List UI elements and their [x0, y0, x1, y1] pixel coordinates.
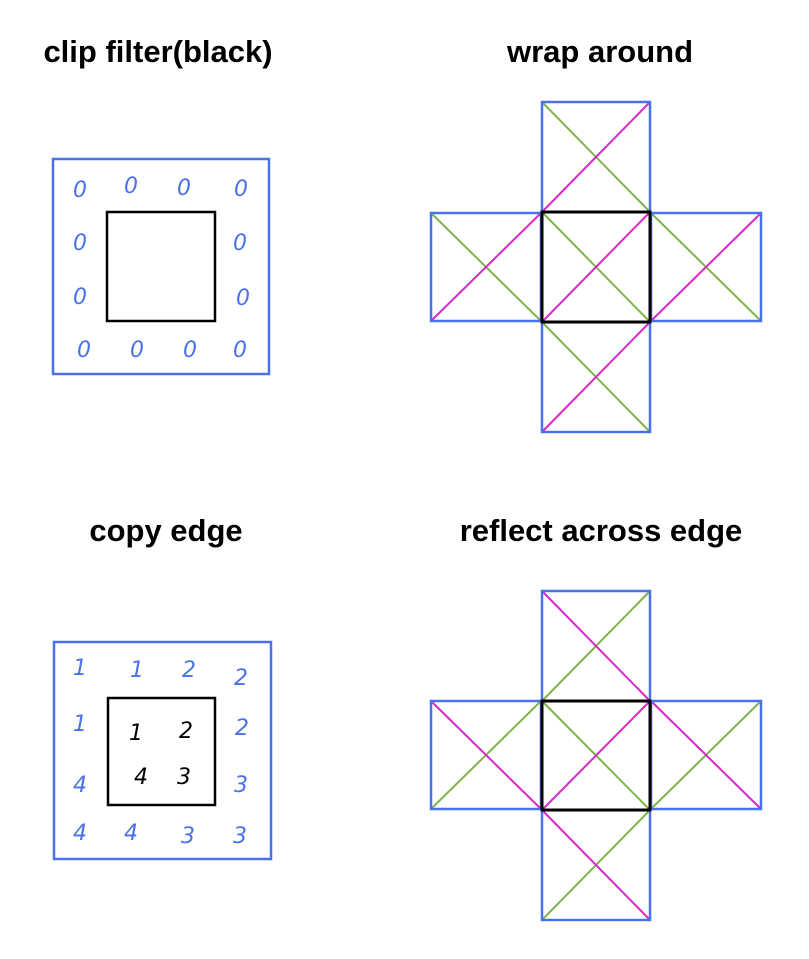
copy-pad-value: 4 [73, 821, 87, 846]
clip-pad-value: 0 [234, 177, 248, 202]
clip-pad-value: 0 [183, 338, 197, 363]
copy-inner-value: 3 [177, 765, 191, 790]
wrap-right-tile [649, 211, 763, 323]
copy-pad-value: 2 [234, 666, 248, 691]
reflect-center-image [540, 699, 652, 812]
copy-inner-value: 2 [179, 719, 193, 744]
wrap-top-tile [540, 100, 652, 214]
wrap-left-tile [429, 211, 543, 323]
clip-pad-value: 0 [177, 176, 191, 201]
reflect-panel [429, 589, 763, 922]
clip-pad-value: 0 [73, 178, 87, 203]
clip-filter-title: clip filter(black) [43, 34, 273, 69]
reflect-right-tile [649, 699, 763, 811]
clip-pad-value: 0 [130, 338, 144, 363]
copy-pad-value: 2 [235, 716, 249, 741]
reflect-across-edge-title: reflect across edge [459, 513, 743, 548]
reflect-top-tile [540, 589, 652, 703]
clip-filter-panel: 0 0 0 0 0 0 0 0 0 0 0 0 [51, 157, 271, 376]
clip-outer-padding-box [51, 157, 271, 376]
reflect-left-tile [429, 699, 543, 811]
copy-pad-value: 3 [234, 773, 248, 798]
copy-inner-value: 1 [129, 721, 143, 746]
clip-pad-value: 0 [236, 286, 250, 311]
clip-pad-value: 0 [73, 285, 87, 310]
copy-pad-value: 3 [181, 824, 195, 849]
clip-pad-value: 0 [233, 231, 247, 256]
copy-pad-value: 4 [124, 821, 138, 846]
copy-pad-value: 4 [73, 773, 87, 798]
clip-pad-value: 0 [124, 174, 138, 199]
clip-pad-value: 0 [73, 231, 87, 256]
wrap-center-image [540, 210, 652, 324]
copy-pad-value: 1 [73, 712, 87, 737]
copy-pad-value: 1 [73, 656, 87, 681]
copy-inner-value: 4 [134, 765, 148, 790]
clip-image-box [105, 210, 217, 323]
copy-pad-value: 2 [182, 658, 196, 683]
copy-edge-title: copy edge [89, 513, 243, 548]
copy-pad-value: 3 [233, 824, 247, 849]
wrap-bottom-tile [540, 320, 652, 434]
copy-pad-value: 1 [130, 658, 144, 683]
reflect-bottom-tile [540, 808, 652, 922]
clip-pad-value: 0 [77, 338, 91, 363]
copy-outer-padding-box [52, 640, 273, 861]
clip-pad-value: 0 [233, 338, 247, 363]
copy-edge-panel: 1 2 4 3 1 1 2 2 1 2 4 3 4 4 3 3 [52, 640, 273, 861]
copy-image-box [106, 696, 217, 807]
wrap-around-panel [429, 100, 763, 434]
wrap-around-title: wrap around [506, 34, 694, 69]
